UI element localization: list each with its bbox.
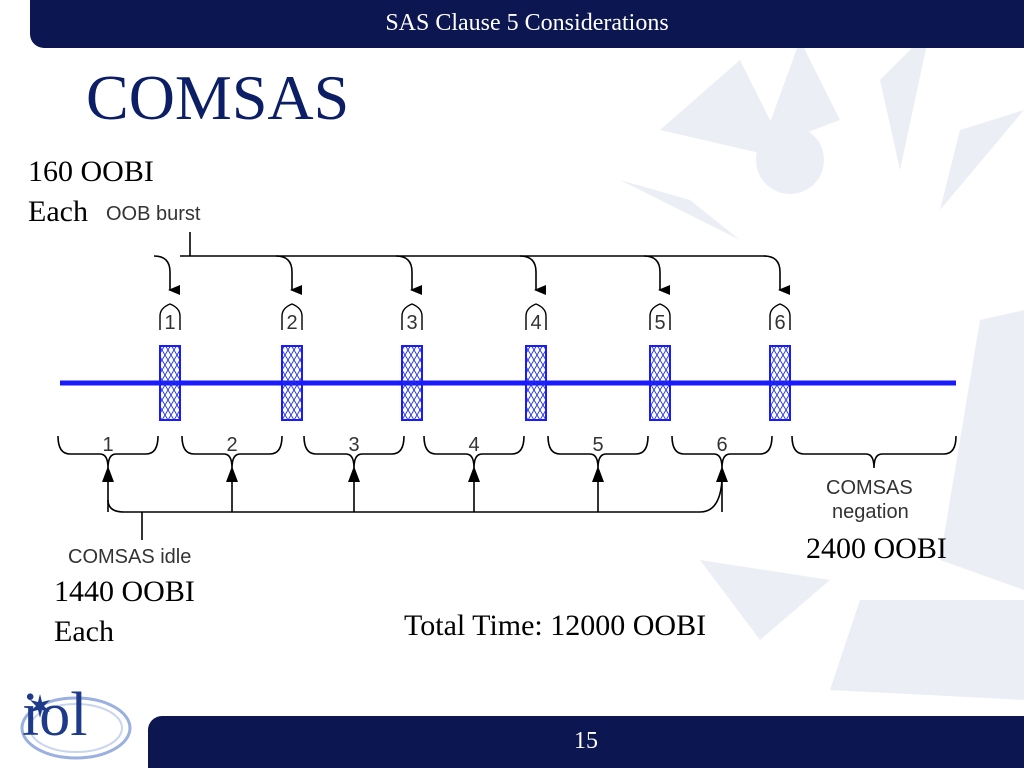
burst-label-bracket: [159, 303, 181, 330]
idle-arrow-head: [226, 466, 238, 482]
oob-burst-label: OOB burst: [106, 203, 201, 225]
negation-size-text: 2400 OOBI: [806, 532, 947, 565]
burst-label-group: 1 2 3 4 5 6: [159, 303, 791, 334]
total-time-text: Total Time: 12000 OOBI: [404, 609, 707, 642]
comsas-idle-label: COMSAS idle: [68, 546, 192, 568]
burst-block-group: [159, 345, 791, 421]
header-title: SAS Clause 5 Considerations: [385, 10, 669, 36]
idle-bus-line: [107, 479, 723, 513]
idle-label: 5: [592, 434, 603, 456]
burst-arrow: [153, 255, 180, 295]
footer-bar: 15: [148, 716, 1024, 768]
idle-each-text: Each: [54, 615, 114, 648]
idle-label: 4: [468, 434, 479, 456]
burst-label: 6: [774, 312, 785, 334]
negation-label-line1: COMSAS: [826, 477, 913, 499]
idle-arrow-head: [102, 466, 114, 482]
idle-arrow-head: [592, 466, 604, 482]
slide-title: COMSAS: [86, 62, 350, 133]
burst-each-text: Each: [28, 195, 88, 228]
idle-arrow-head: [468, 466, 480, 482]
idle-arrow-group: [102, 466, 728, 512]
idle-label: 1: [102, 434, 113, 456]
burst-label-bracket: [769, 303, 791, 330]
burst-label: 4: [530, 312, 541, 334]
burst-label-bracket: [281, 303, 303, 330]
burst-arrow: [763, 255, 790, 295]
logo-text: iol: [22, 681, 88, 749]
negation-brace: [791, 435, 957, 469]
idle-label: 3: [348, 434, 359, 456]
idle-arrow-head: [348, 466, 360, 482]
burst-label: 1: [164, 312, 175, 334]
burst-arrow: [395, 255, 422, 295]
oob-burst-block: [401, 345, 423, 421]
burst-arrow: [275, 255, 302, 295]
idle-label: 6: [716, 434, 727, 456]
iol-logo-icon: [20, 694, 132, 760]
burst-arrow-group: [153, 255, 790, 295]
burst-size-text: 160 OOBI: [28, 155, 154, 188]
burst-label-bracket: [401, 303, 423, 330]
oob-burst-block: [159, 345, 181, 421]
negation-label-line2: negation: [832, 501, 909, 523]
idle-arrow-head: [716, 466, 728, 482]
idle-label-group: 1 2 3 4 5 6: [102, 434, 727, 456]
idle-label: 2: [226, 434, 237, 456]
burst-label: 3: [406, 312, 417, 334]
burst-arrow: [643, 255, 670, 295]
idle-size-text: 1440 OOBI: [54, 575, 195, 608]
page-number: 15: [574, 728, 598, 754]
burst-label: 2: [286, 312, 297, 334]
oob-burst-block: [281, 345, 303, 421]
burst-label-bracket: [649, 303, 671, 330]
oob-burst-block: [525, 345, 547, 421]
oob-burst-block: [769, 345, 791, 421]
burst-arrow: [519, 255, 546, 295]
burst-label-bracket: [525, 303, 547, 330]
burst-label: 5: [654, 312, 665, 334]
oob-burst-block: [649, 345, 671, 421]
header-bar: SAS Clause 5 Considerations: [30, 0, 1024, 48]
idle-brace-group: [57, 435, 773, 469]
